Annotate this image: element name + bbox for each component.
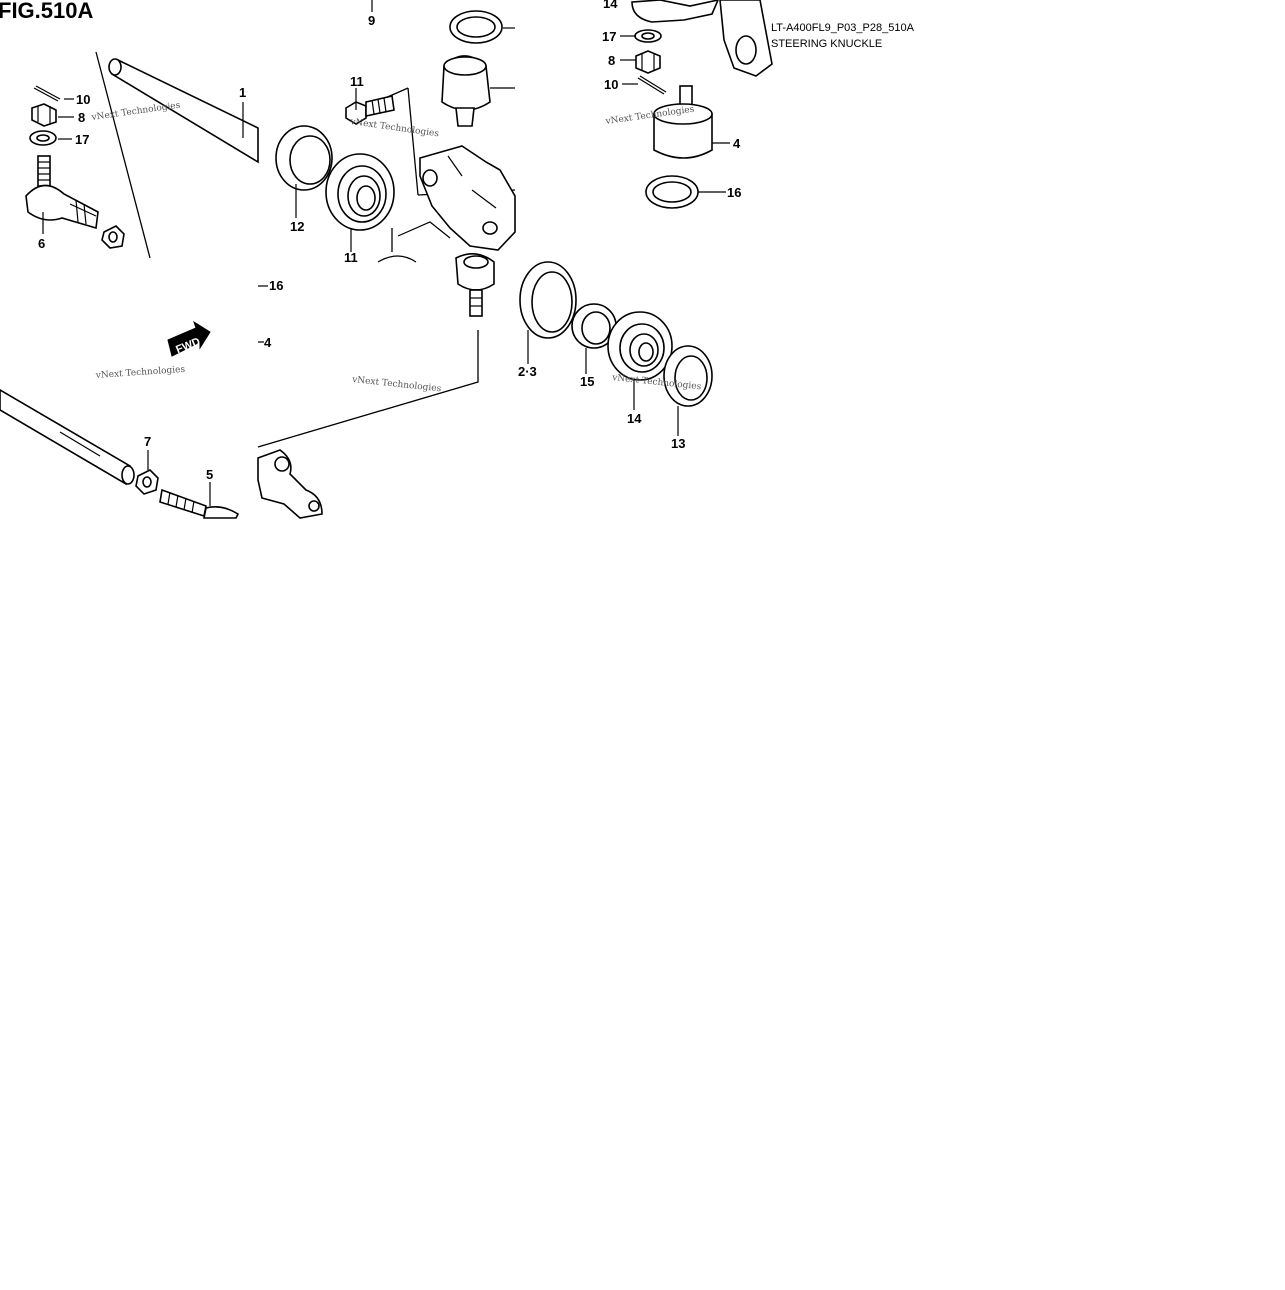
circlip-top <box>449 10 503 44</box>
callout-17-left: 17 <box>75 132 89 147</box>
fwd-arrow-icon: FWD <box>167 320 211 357</box>
watermark-1: vNext Technologies <box>90 101 181 124</box>
callout-15: 15 <box>580 374 594 389</box>
callout-11-bottom: 11 <box>344 250 358 265</box>
callout-9: 9 <box>368 13 375 28</box>
castle-nut-left <box>31 103 57 127</box>
knuckle-lower-fragment <box>257 449 323 519</box>
cotter-pin-right <box>637 75 667 95</box>
figure-name: STEERING KNUCKLE <box>771 38 882 50</box>
callout-1: 1 <box>239 85 246 100</box>
knuckle-arm-upper-right <box>631 0 773 77</box>
callout-10-left: 10 <box>76 92 90 107</box>
callout-11-top: 11 <box>350 74 364 89</box>
callout-17-right: 17 <box>602 29 616 44</box>
callout-6: 6 <box>38 236 45 251</box>
ball-joint-stud <box>455 253 495 317</box>
callout-12: 12 <box>290 219 304 234</box>
oil-seal-12 <box>275 125 333 191</box>
castle-nut-right <box>635 50 661 74</box>
callout-16-right: 16 <box>727 185 741 200</box>
callout-8-left: 8 <box>78 110 85 125</box>
nut-7 <box>135 469 159 495</box>
hub-fragment <box>377 255 417 263</box>
circlip-right <box>645 175 699 209</box>
callout-14-top: 14 <box>603 0 618 11</box>
watermark-5: vNext Technologies <box>351 375 442 394</box>
bearing-upper <box>325 153 395 231</box>
callout-13: 13 <box>671 436 685 451</box>
washer-left <box>29 130 57 146</box>
dust-seal-2-3 <box>519 261 577 339</box>
figure-title: FIG.510A <box>0 0 93 23</box>
callout-10-right: 10 <box>604 77 618 92</box>
callout-8-right: 8 <box>608 53 615 68</box>
callout-4-right: 4 <box>733 136 741 151</box>
bearing-lower <box>607 311 673 381</box>
ball-joint-right <box>653 85 713 159</box>
callout-2-3: 2·3 <box>518 364 537 379</box>
washer-right <box>634 29 662 43</box>
watermark-2: vNext Technologies <box>349 117 440 140</box>
steering-knuckle-body <box>397 145 516 251</box>
callout-5: 5 <box>206 467 213 482</box>
tie-rod-lower <box>0 389 135 486</box>
callout-labels: 1 2·3 4 4 5 6 7 8 8 9 10 10 11 11 12 13 … <box>38 0 741 482</box>
ball-joint-upper <box>441 55 491 127</box>
callout-7: 7 <box>144 434 151 449</box>
watermark-4: vNext Technologies <box>95 365 186 381</box>
callout-14-bottom: 14 <box>627 411 642 426</box>
leader-lines <box>42 0 730 506</box>
cotter-pin-left <box>33 85 61 102</box>
tie-rod-end-lower <box>159 488 240 519</box>
callout-4-left: 4 <box>264 335 272 350</box>
bolt-11 <box>345 95 395 125</box>
tie-rod-upper <box>108 58 259 164</box>
figure-code: LT-A400FL9_P03_P28_510A <box>771 22 915 34</box>
oil-seal-13 <box>663 345 713 407</box>
tie-rod-end-left <box>25 155 125 249</box>
callout-16-left: 16 <box>269 278 283 293</box>
